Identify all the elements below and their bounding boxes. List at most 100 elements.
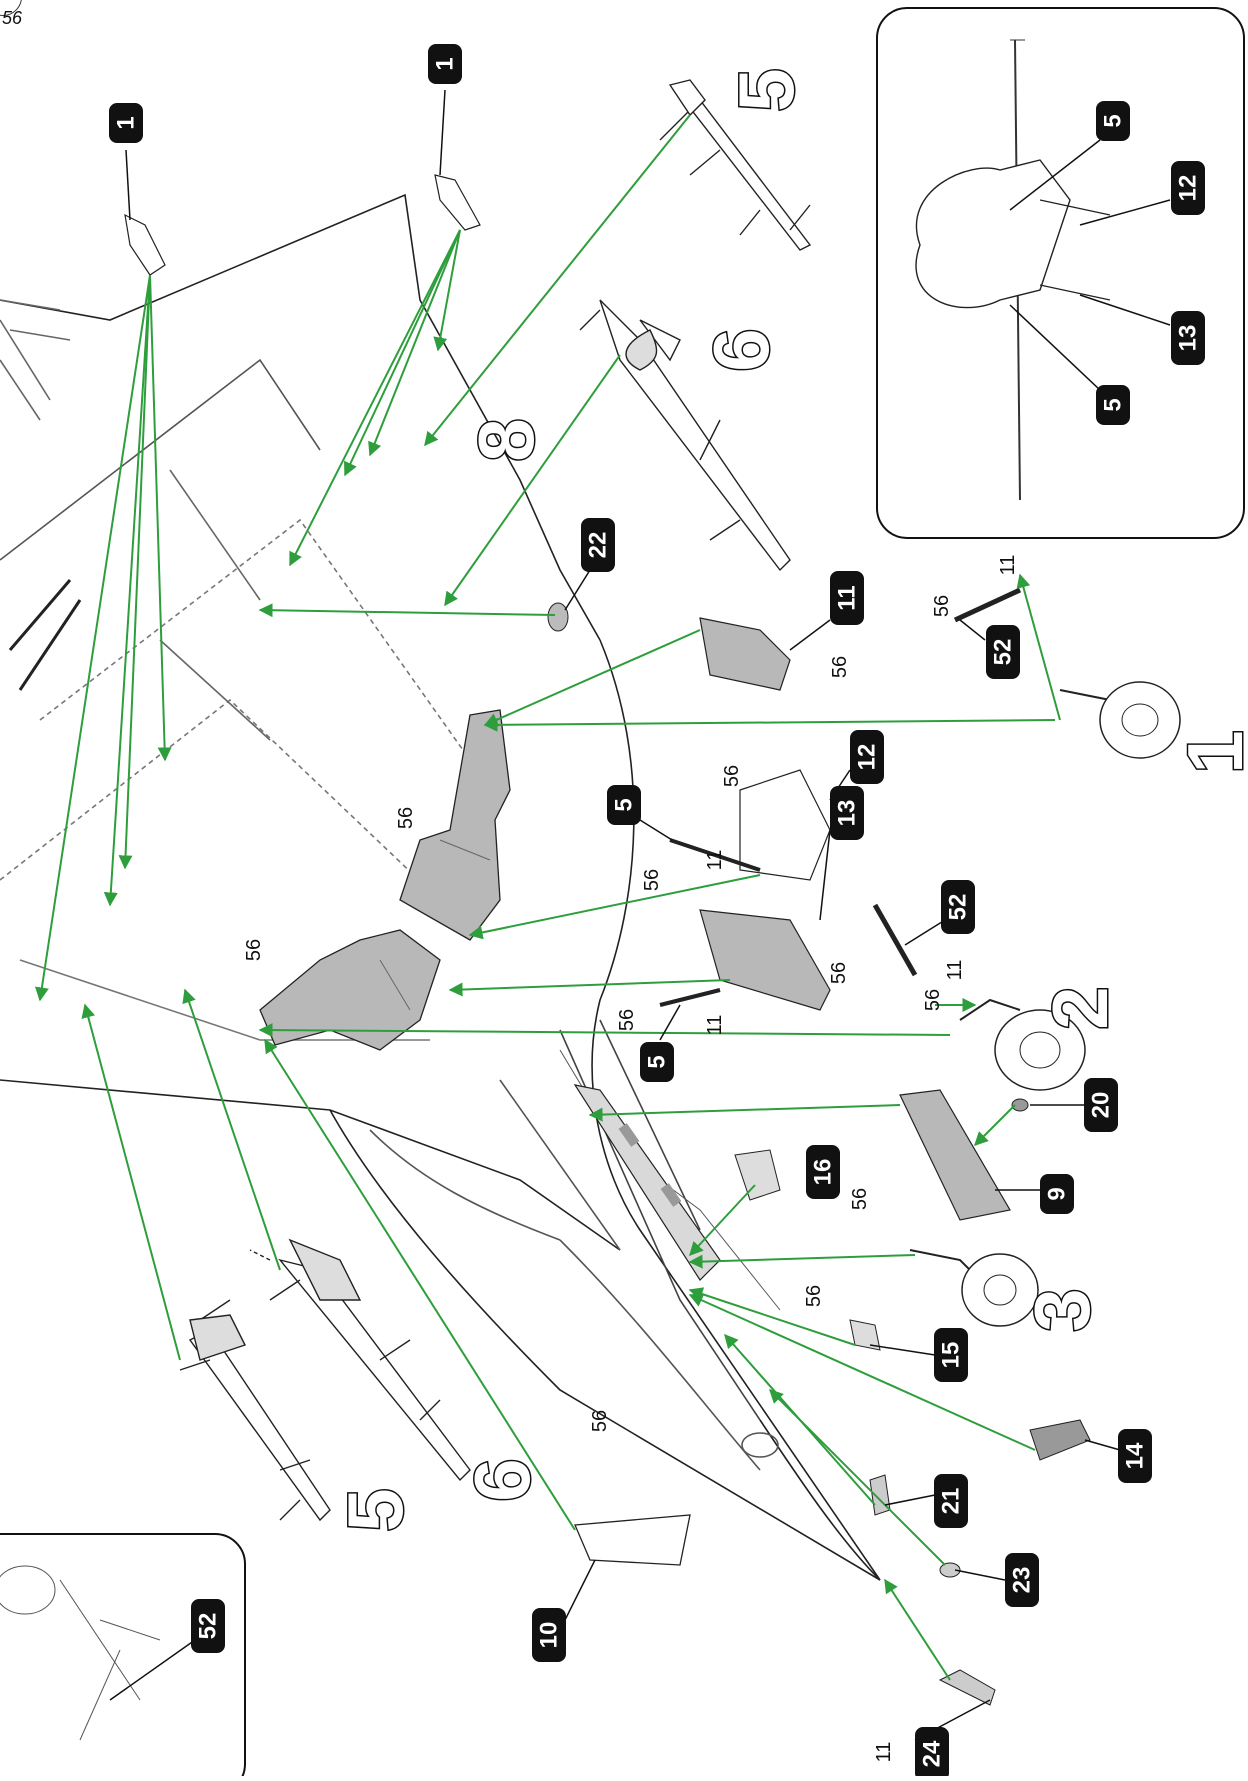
paint-code-label: 56 [931,595,953,617]
paint-code-label: 56 [589,1410,611,1432]
callout-label: 9 [1044,1187,1071,1200]
callout-label: 1 [113,116,140,129]
callout-badge [941,880,975,934]
callout-label: 52 [990,639,1017,666]
main-wheel-2 [959,998,1086,1091]
paint-code-label: 56 [395,807,417,829]
door-part-12 [739,769,831,881]
callout-badge [934,1328,968,1382]
step-number-8: 8 [462,418,550,461]
part-21 [869,1474,891,1516]
pylon-part-1-right [434,174,481,231]
callout-label: 13 [834,800,861,827]
callout-badge [607,785,641,825]
callout-badge [1084,1078,1118,1132]
callout-badge [191,1599,225,1653]
callout-label: 5 [1100,114,1127,127]
arrow [433,229,461,352]
nose-gear-bay [573,1084,721,1281]
step-number-2: 2 [1036,986,1124,1029]
paint-code-label: 56 [829,656,851,678]
arrow [444,354,621,607]
callout-label: 22 [585,532,612,559]
paint-code-label: 56 [828,962,850,984]
callout-badge [915,1727,949,1781]
arrow [103,274,151,907]
callout-label: 20 [1088,1092,1115,1119]
arrow [34,274,151,1002]
arrow [688,1287,856,1346]
main-wheel-1 [1059,681,1181,759]
callout-label: 10 [536,1622,563,1649]
callout-part-12: 12 [1171,161,1205,215]
arrow [424,114,691,447]
main-gear-bay-left [259,929,441,1051]
strut-part-52-b [872,903,918,977]
callout-part-14: 14 [1118,1429,1152,1483]
callout-label: 16 [810,1159,837,1186]
part-23 [939,1562,961,1578]
callout-label: 12 [854,744,881,771]
callout-badge [830,786,864,840]
door-part-10 [574,1514,691,1566]
callout-label: 13 [1175,325,1202,352]
callout-label: 21 [938,1488,965,1515]
step-number-6: 6 [697,328,785,371]
callout-part-1: 1 [428,44,462,84]
assembly-arrows [34,114,1061,1681]
callout-part-52: 52 [986,625,1020,679]
step-numbers: 56812356 [330,67,1248,1533]
callout-badge [934,1474,968,1528]
missile-inner-right [579,299,791,572]
arrow [483,629,701,727]
arrow [258,1023,951,1038]
arrow [1016,573,1061,721]
pylon-part-1-left [124,213,166,276]
arrow [688,1293,1036,1451]
arrow [468,874,761,940]
callout-badge [1171,311,1205,365]
arrow [588,1104,901,1122]
callout-label: 24 [919,1740,946,1767]
arrow [689,1184,756,1257]
arrow [368,229,461,457]
part-22 [547,602,569,632]
callout-badge [581,518,615,572]
callout-label: 14 [1122,1442,1149,1469]
callout-badge [1040,1174,1074,1214]
part-callouts: 1122111213555252209161514212310245251213… [109,44,1205,1781]
paint-code-label: 56 [849,1188,871,1210]
callout-badge [1096,385,1130,425]
callout-part-21: 21 [934,1474,968,1528]
paint-code-label: 56 [616,1009,638,1031]
strut-part-5-a [669,838,761,872]
callout-label: 12 [1175,175,1202,202]
arrow [769,1389,946,1566]
callout-badge [1005,1553,1039,1607]
callout-badge [1096,101,1130,141]
page-number: 56 [2,8,23,28]
nose-wheel-3 [909,1249,1039,1327]
paint-code-label: 11 [944,960,966,981]
callout-label: 52 [195,1613,222,1640]
callout-part-16: 16 [806,1145,840,1199]
part-16 [734,1149,781,1201]
callout-part-20: 20 [1084,1078,1118,1132]
step-number-3: 3 [1018,1288,1106,1331]
step-number-5: 5 [331,1488,419,1531]
callout-badge [428,44,462,84]
callout-part-12: 12 [850,730,884,784]
paint-code-label: 11 [997,555,1019,576]
callout-label: 52 [945,894,972,921]
callout-label: 15 [938,1342,965,1369]
callout-badge [640,1042,674,1082]
callout-part-9: 9 [1040,1174,1074,1214]
arrow [182,988,281,1271]
callout-label: 23 [1009,1567,1036,1594]
part-15 [849,1319,881,1351]
callout-badge [850,730,884,784]
callout-part-52: 52 [941,880,975,934]
strut-part-52-a [953,587,1022,623]
